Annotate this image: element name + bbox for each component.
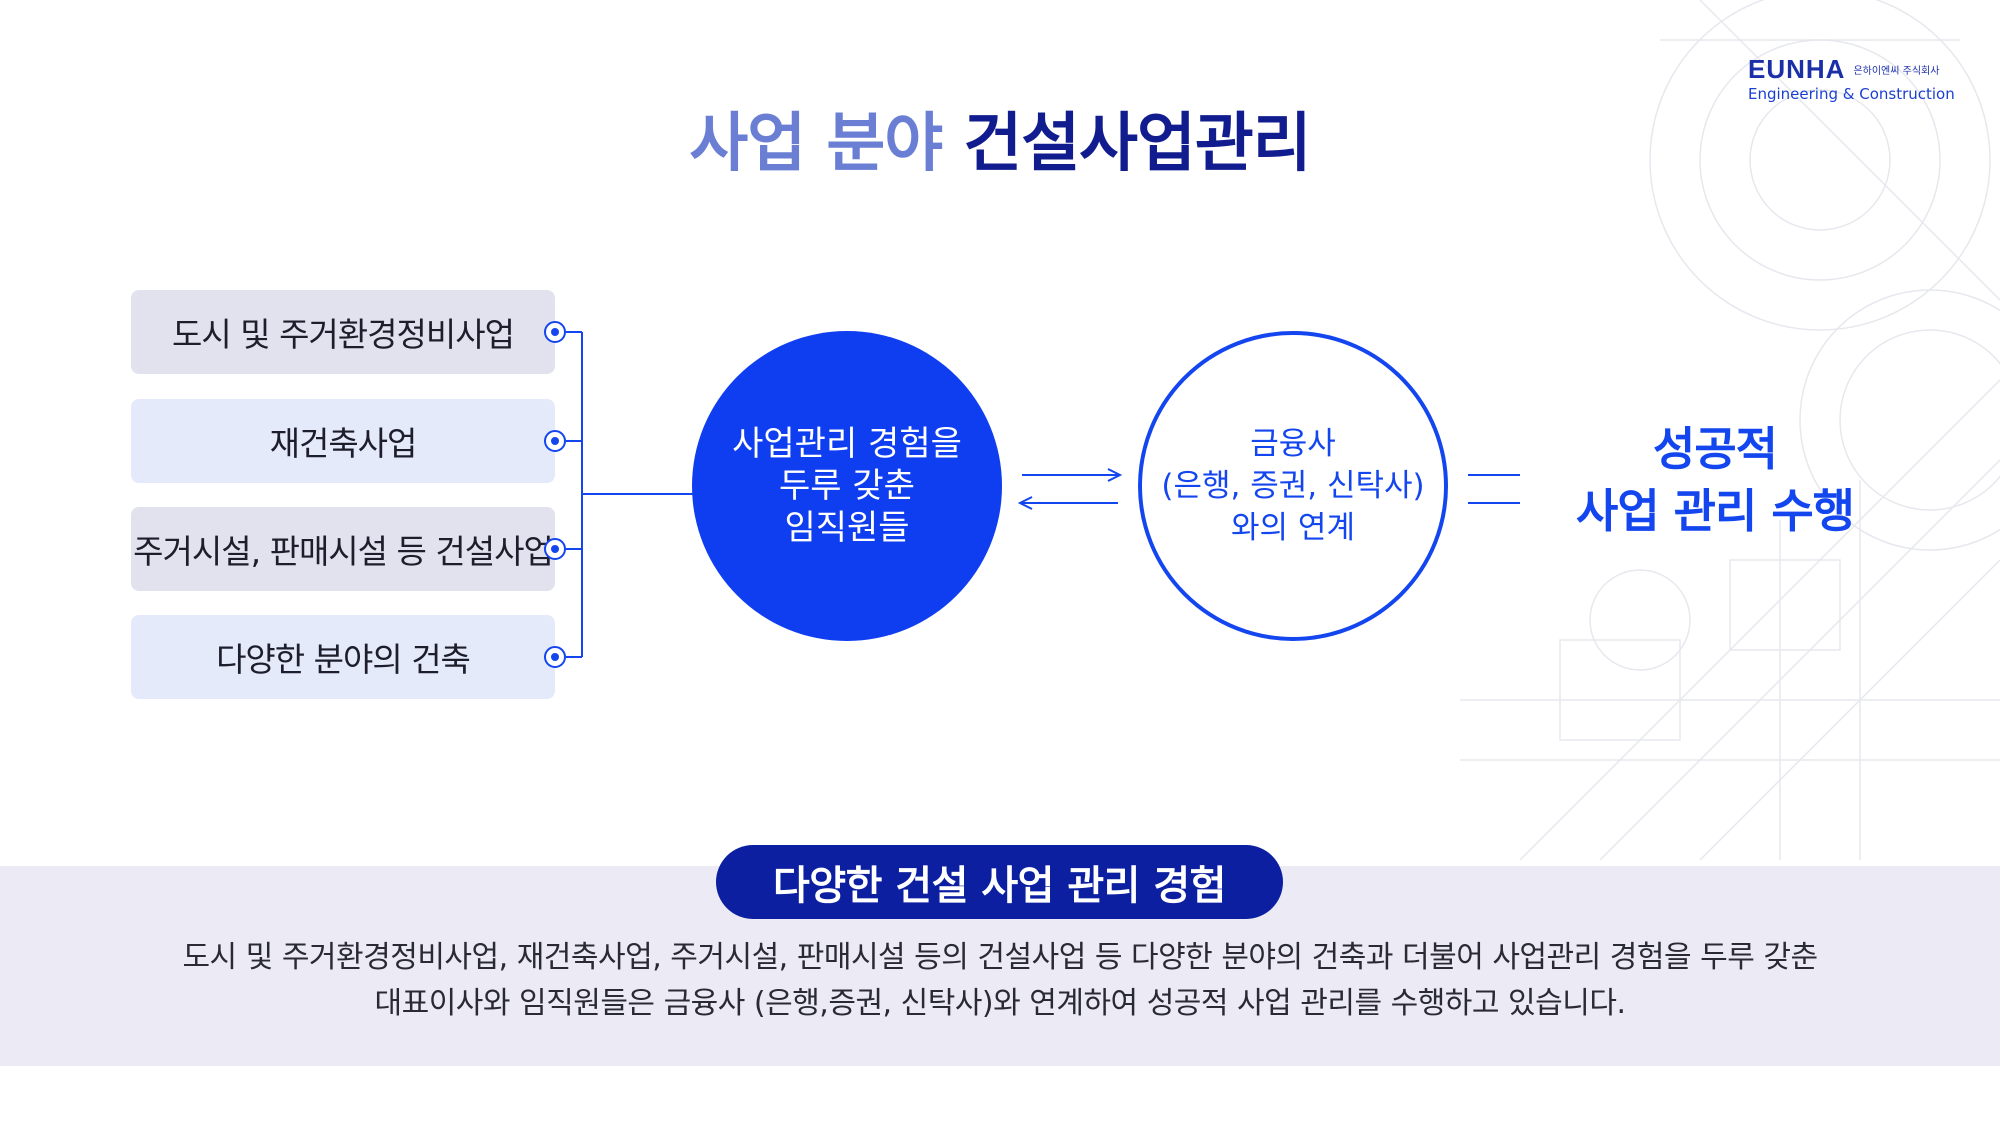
company-logo: EUNHA 은하이엔씨 주식회사 Engineering & Constructi… [1748, 54, 1958, 103]
staff-circle: 사업관리 경험을 두루 갖춘 임직원들 [692, 331, 1002, 641]
summary-line: 도시 및 주거환경정비사업, 재건축사업, 주거시설, 판매시설 등의 건설사업… [182, 940, 1818, 975]
title-bold: 건설사업관리 [963, 107, 1311, 181]
logo-subtitle: Engineering & Construction [1748, 85, 1955, 103]
finance-circle: 금융사 (은행, 증권, 신탁사) 와의 연계 [1138, 331, 1448, 641]
staff-circle-line: 두루 갖춘 [779, 466, 915, 506]
connector-dot-icon [544, 430, 566, 452]
summary-line: 대표이사와 임직원들은 금융사 (은행,증권, 신탁사)와 연계하여 성공적 사… [374, 986, 1626, 1021]
finance-circle-line: 금융사 [1250, 426, 1336, 462]
summary-heading: 다양한 건설 사업 관리 경험 [772, 863, 1227, 909]
field-box-reconstruction: 재건축사업 [131, 399, 555, 483]
staff-circle-line: 임직원들 [784, 508, 910, 548]
field-label: 주거시설, 판매시설 등 건설사업 [133, 532, 554, 571]
field-label: 도시 및 주거환경정비사업 [172, 315, 515, 354]
outcome-line: 사업 관리 수행 [1576, 484, 1855, 538]
staff-circle-line: 사업관리 경험을 [732, 424, 962, 464]
field-box-urban-renewal: 도시 및 주거환경정비사업 [131, 290, 555, 374]
field-box-housing-retail: 주거시설, 판매시설 등 건설사업 [131, 507, 555, 591]
finance-circle-line: 와의 연계 [1231, 510, 1355, 546]
logo-brand: EUNHA [1748, 54, 1846, 84]
connector-dot-icon [544, 538, 566, 560]
outcome-line: 성공적 [1653, 422, 1778, 476]
finance-circle-line: (은행, 증권, 신탁사) [1161, 468, 1425, 504]
arrow-right-head [1107, 468, 1123, 482]
summary-heading-pill: 다양한 건설 사업 관리 경험 [716, 845, 1283, 919]
field-label: 다양한 분야의 건축 [216, 640, 471, 679]
blueprint-background [1460, 0, 2000, 860]
page-title: 사업 분야 건설사업관리 [0, 92, 2000, 184]
outcome-text: 성공적 사업 관리 수행 [1540, 418, 1890, 542]
connector-dot-icon [544, 646, 566, 668]
logo-korean-name: 은하이엔씨 주식회사 [1853, 66, 1940, 77]
summary-description: 도시 및 주거환경정비사업, 재건축사업, 주거시설, 판매시설 등의 건설사업… [0, 935, 2000, 1027]
connector-dot-icon [544, 321, 566, 343]
arrow-left-head [1017, 496, 1033, 510]
field-box-diverse-architecture: 다양한 분야의 건축 [131, 615, 555, 699]
title-light: 사업 분야 [689, 107, 943, 181]
field-label: 재건축사업 [269, 424, 418, 463]
